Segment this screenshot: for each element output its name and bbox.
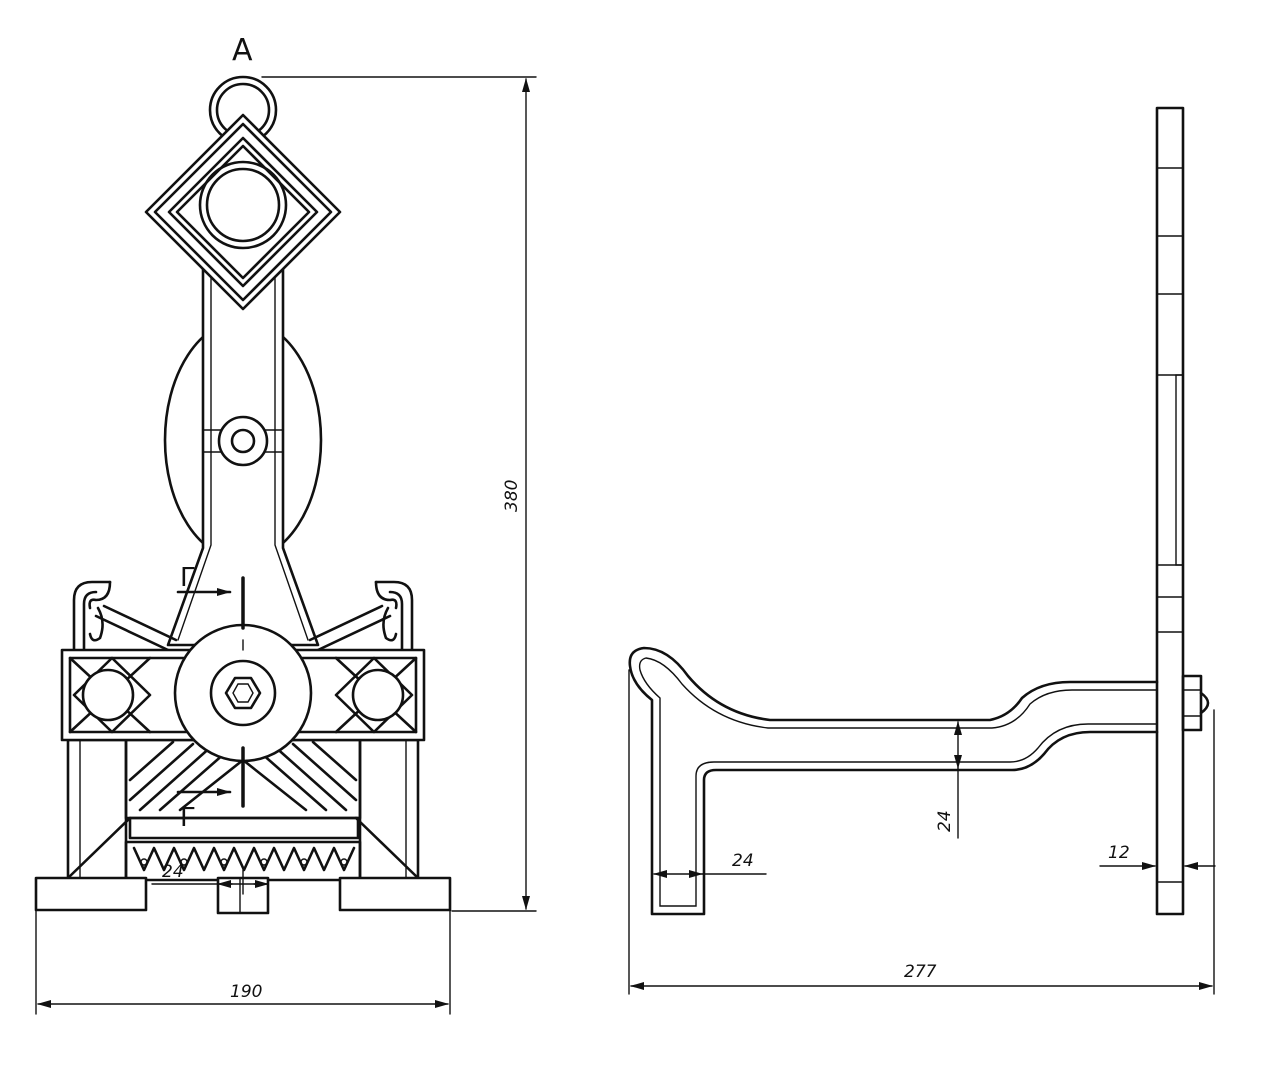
height-dim-text: 380 xyxy=(502,480,522,512)
arm-thickness-text: 24 xyxy=(935,810,955,832)
slot-dimension: 24 xyxy=(151,862,269,888)
section-marker-upper: Г xyxy=(176,563,245,630)
scroll-ornament-left xyxy=(72,580,178,652)
section-letter-upper: Г xyxy=(180,563,196,593)
slot-dim-text: 24 xyxy=(162,862,184,882)
tooth-dots xyxy=(140,858,348,866)
plate-thickness-dimension: 12 xyxy=(1099,734,1216,881)
width-dimension: 190 xyxy=(35,909,451,1015)
back-plate xyxy=(1155,106,1185,916)
overall-length-text: 277 xyxy=(904,962,937,982)
base-legs xyxy=(66,738,420,882)
foot-width-text: 24 xyxy=(732,851,754,871)
front-view: A xyxy=(34,33,537,1015)
scroll-ornament-right xyxy=(308,580,414,652)
view-label: A xyxy=(232,33,253,68)
plate-thickness-text: 12 xyxy=(1108,843,1130,863)
side-bolt xyxy=(1181,674,1210,732)
side-view: 24 24 12 277 xyxy=(628,106,1216,995)
overall-length-dimension: 277 xyxy=(628,669,1215,995)
foot-width-dimension: 24 xyxy=(653,851,767,878)
toothed-rack xyxy=(132,846,356,872)
diamond-head xyxy=(144,113,342,311)
height-dimension: 380 xyxy=(261,76,537,912)
section-marker-lower: Г xyxy=(176,746,245,833)
column-boss xyxy=(217,415,269,467)
section-letter-lower: Г xyxy=(180,803,196,833)
arm-thickness-dimension: 24 xyxy=(935,721,962,839)
side-arm xyxy=(628,646,1159,916)
central-hub xyxy=(173,623,313,763)
width-dim-text: 190 xyxy=(230,982,262,1002)
